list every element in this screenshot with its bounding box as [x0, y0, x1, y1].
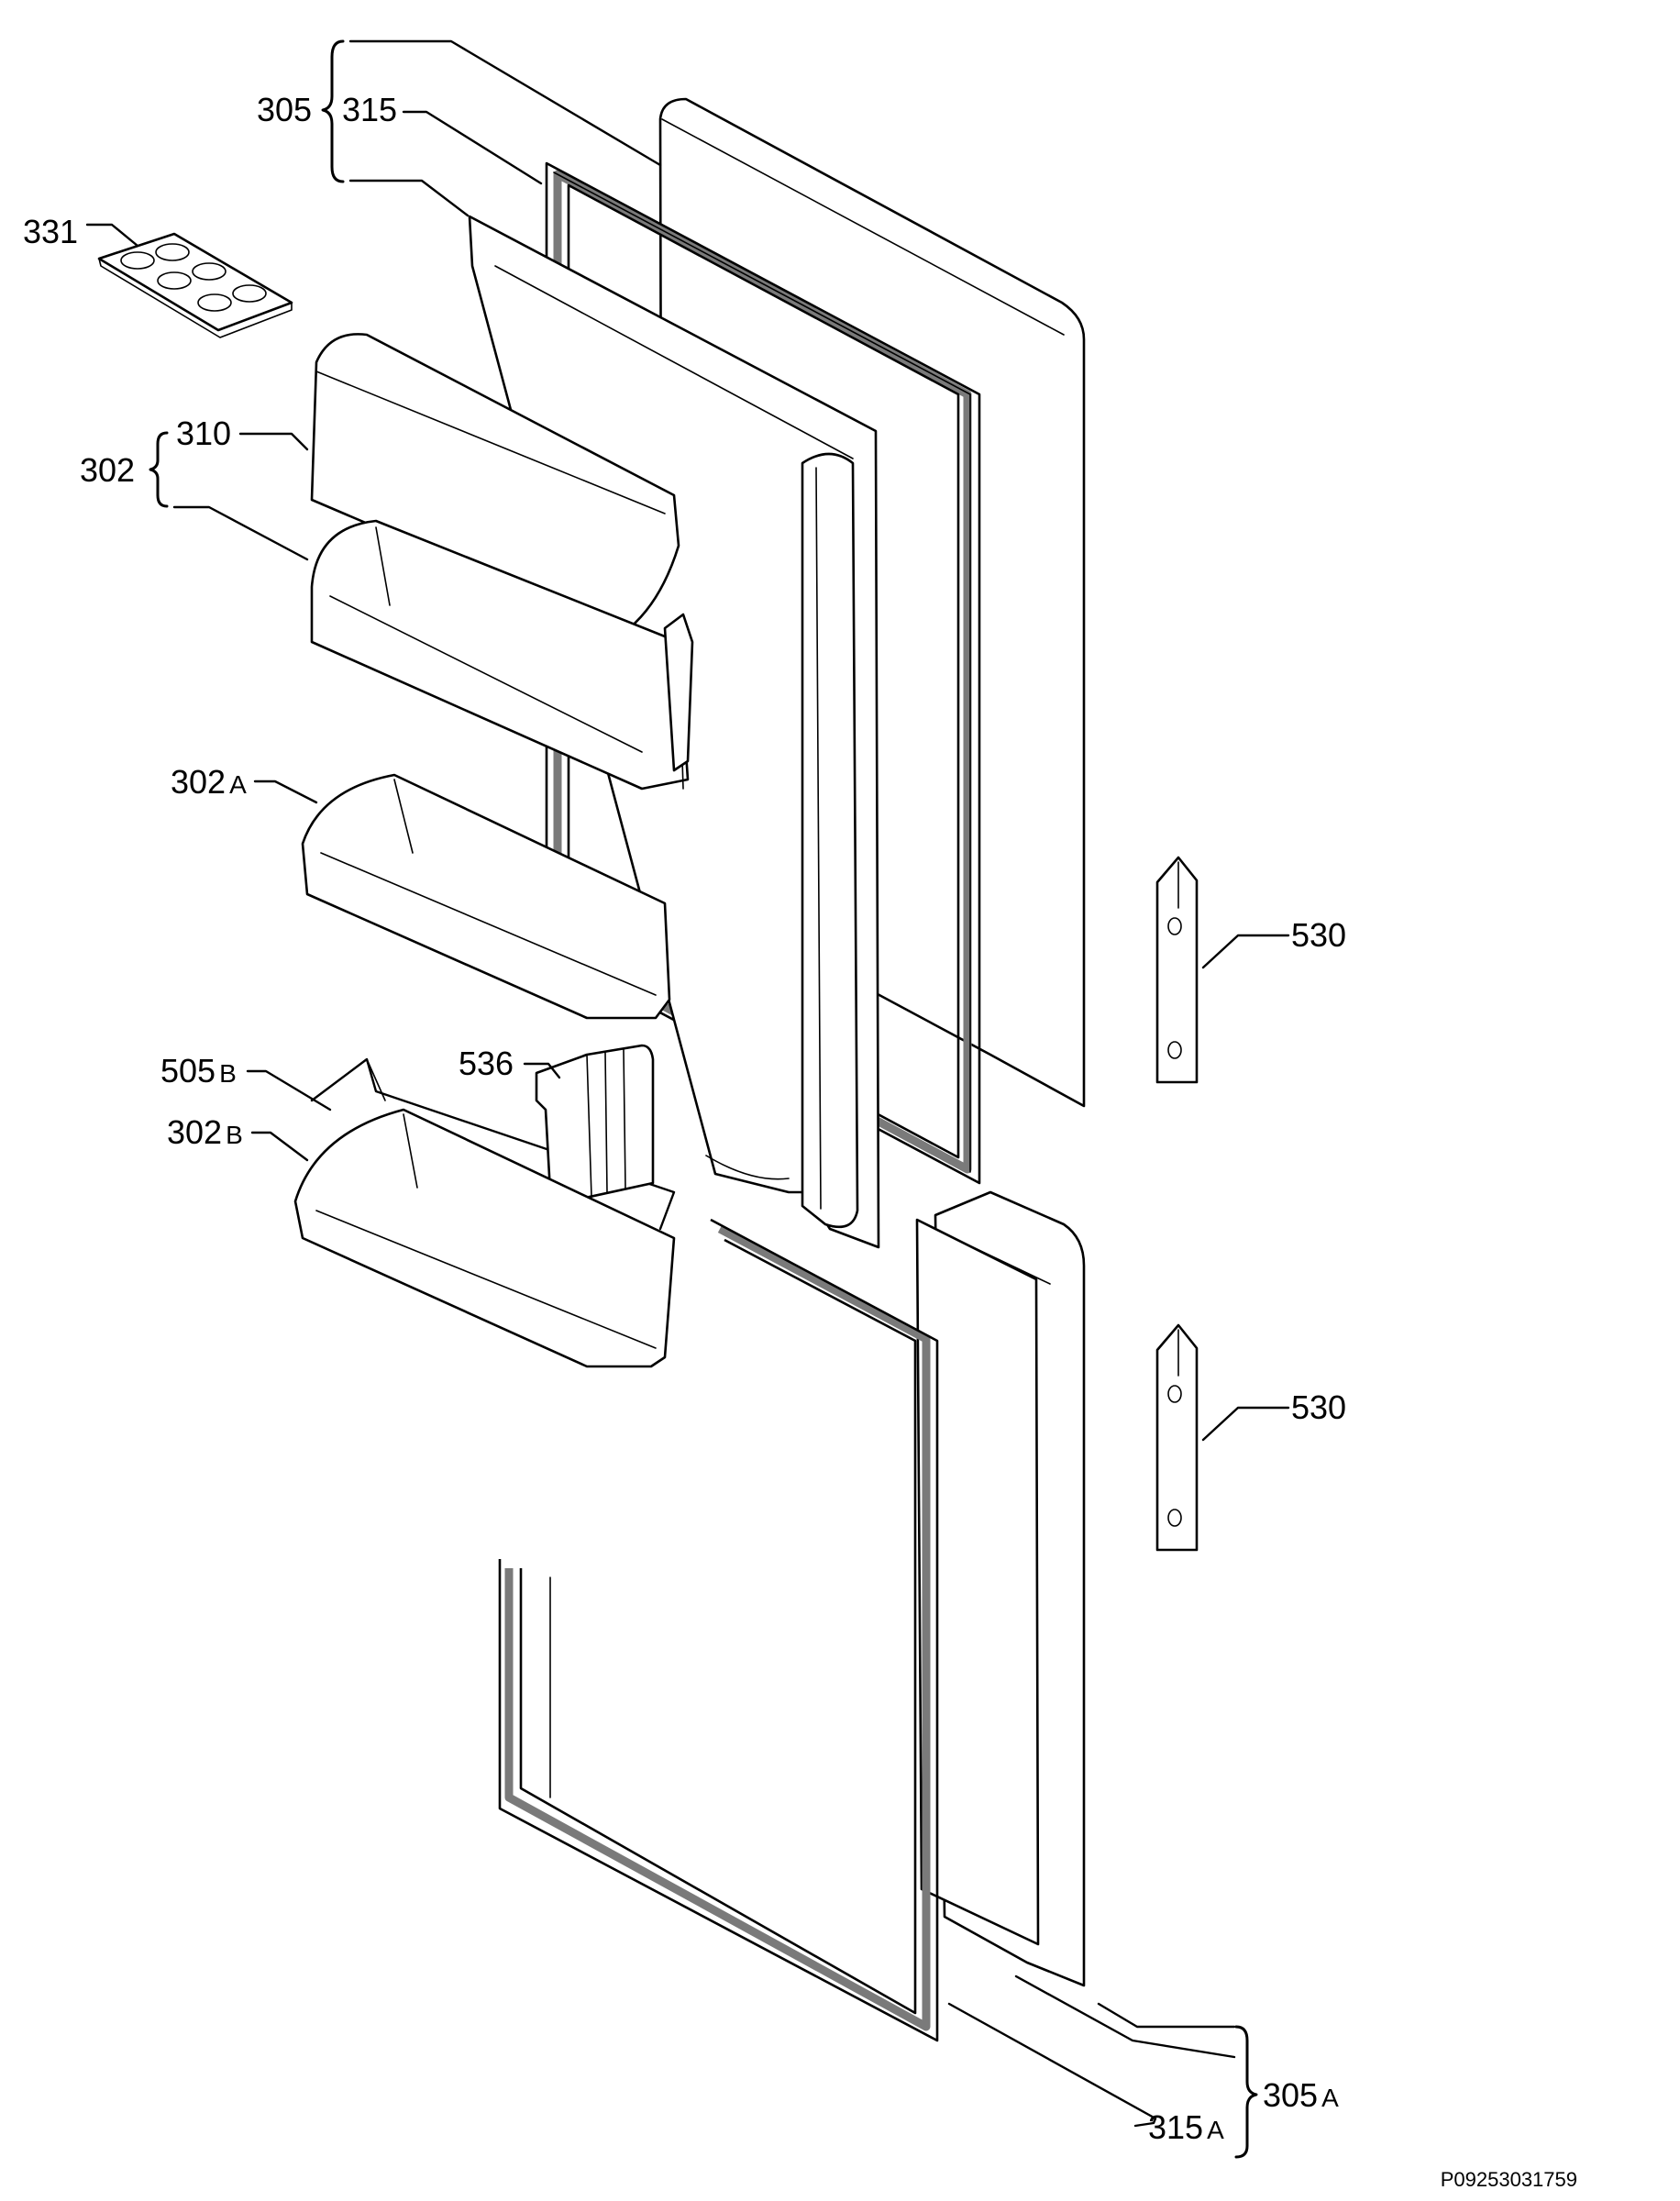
drawing-code: P09253031759: [1441, 2168, 1577, 2191]
egg-tray: [97, 232, 293, 338]
door-hinge-bottom: [1155, 1323, 1199, 1552]
callout-310: 310: [176, 415, 231, 452]
callout-315: 315: [342, 91, 397, 128]
shelf-rail-b: [310, 1057, 676, 1231]
leader-lines: [85, 39, 1290, 2128]
lower-door-gasket: [498, 1218, 939, 2042]
callout-331: 331: [23, 213, 78, 250]
bottle-divider: [535, 1044, 655, 1203]
callout-530-top: 530: [1291, 916, 1346, 954]
butter-compartment: [310, 333, 694, 791]
door-shelf-b: [293, 1108, 676, 1368]
callout-302: 302: [80, 451, 135, 489]
callout-530-bottom: 530: [1291, 1388, 1346, 1426]
lower-door-panel: [915, 1190, 1086, 1987]
callout-536: 536: [459, 1045, 514, 1082]
door-hinge-top: [1155, 856, 1199, 1084]
door-shelf-a: [301, 773, 671, 1020]
callout-305: 305: [257, 91, 312, 128]
group-braces: [149, 39, 1258, 2159]
